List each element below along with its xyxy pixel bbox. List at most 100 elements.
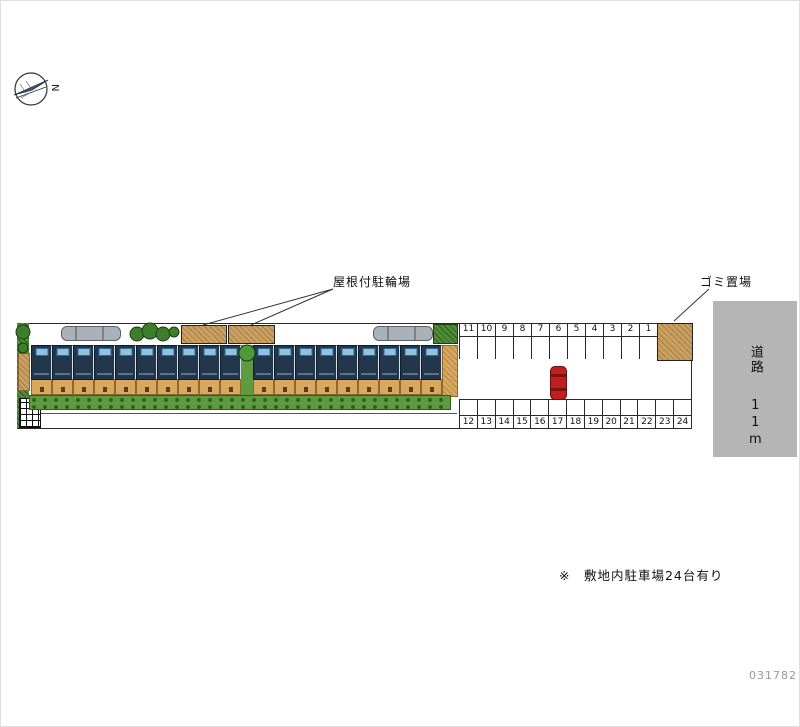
unit-roof-line <box>118 373 133 375</box>
building-unit <box>379 345 400 395</box>
unit-roof <box>274 345 295 380</box>
unit-roof-line <box>319 373 334 375</box>
site-boundary-right <box>691 323 692 429</box>
building-unit <box>220 345 241 395</box>
parking-stall-number: 18 <box>567 415 584 429</box>
parking-stall-number: 22 <box>638 415 656 429</box>
unit-door-icon <box>39 387 44 392</box>
unit-balcony-icon <box>320 348 333 356</box>
unit-door-icon <box>282 387 287 392</box>
building-unit <box>199 345 220 395</box>
unit-door-icon <box>345 387 350 392</box>
building-unit <box>31 345 52 395</box>
garbage-label-leader-line <box>673 288 710 322</box>
parking-stall-20: 20 <box>601 400 620 429</box>
parking-stall-number: 23 <box>656 415 674 429</box>
unit-roof <box>178 345 199 380</box>
site-boundary-bottom <box>17 428 691 429</box>
parking-stall-number: 5 <box>568 323 585 337</box>
unit-entry-strip <box>379 380 400 395</box>
compass-icon <box>13 72 49 106</box>
parking-stall-number: 10 <box>478 323 495 337</box>
unit-entry-strip <box>115 380 136 395</box>
road: 道路 11m <box>713 301 797 457</box>
unit-entry-strip <box>52 380 73 395</box>
parking-stall-number: 21 <box>620 415 638 429</box>
unit-balcony-icon <box>278 348 291 356</box>
road-label: 道路 11m <box>748 345 763 449</box>
unit-entry-strip <box>178 380 199 395</box>
parking-stall-8: 8 <box>513 323 531 359</box>
unit-balcony-icon <box>203 348 216 356</box>
unit-balcony-icon <box>98 348 111 356</box>
unit-door-icon <box>123 387 128 392</box>
unit-balcony-icon <box>257 348 270 356</box>
unit-balcony-icon <box>341 348 354 356</box>
parking-stall-24: 24 <box>673 400 691 429</box>
unit-door-icon <box>207 387 212 392</box>
parking-stall-10: 10 <box>477 323 495 359</box>
bicycle-canopy-left <box>181 325 227 344</box>
parking-stall-19: 19 <box>583 400 602 429</box>
parking-stall-number: 12 <box>460 415 477 429</box>
parking-stall-number: 19 <box>584 415 602 429</box>
unit-entry-strip <box>94 380 115 395</box>
unit-balcony-icon <box>383 348 396 356</box>
unit-door-icon <box>228 387 233 392</box>
garbage-area <box>657 323 693 361</box>
building-unit <box>400 345 421 395</box>
building-unit <box>358 345 379 395</box>
unit-balcony-icon <box>119 348 132 356</box>
unit-roof <box>253 345 274 380</box>
unit-roof <box>94 345 115 380</box>
unit-entry-strip <box>73 380 94 395</box>
parking-stall-number: 4 <box>586 323 603 337</box>
unit-entry-strip <box>199 380 220 395</box>
unit-roof-line <box>55 373 70 375</box>
parking-stall-16: 16 <box>530 400 549 429</box>
bicycle-parking-label: 屋根付駐輪場 <box>333 275 412 289</box>
unit-roof <box>379 345 400 380</box>
unit-roof-line <box>298 373 313 375</box>
unit-roof <box>136 345 157 380</box>
unit-door-icon <box>165 387 170 392</box>
parking-count-note: ※ 敷地内駐車場24台有り <box>559 568 724 583</box>
building-unit <box>253 345 274 395</box>
building-unit <box>337 345 358 395</box>
unit-entry-strip <box>295 380 316 395</box>
unit-door-icon <box>144 387 149 392</box>
garbage-label: ゴミ置場 <box>700 275 753 289</box>
unit-roof-line <box>181 373 196 375</box>
unit-roof <box>31 345 52 380</box>
unit-door-icon <box>387 387 392 392</box>
unit-door-icon <box>60 387 65 392</box>
left-structure <box>18 353 30 391</box>
building-unit <box>136 345 157 395</box>
unit-roof-line <box>361 373 376 375</box>
unit-entry-strip <box>220 380 241 395</box>
parking-stall-12: 12 <box>459 400 477 429</box>
unit-balcony-icon <box>35 348 48 356</box>
unit-door-icon <box>261 387 266 392</box>
unit-roof <box>295 345 316 380</box>
unit-balcony-icon <box>425 348 438 356</box>
unit-roof-line <box>256 373 271 375</box>
parked-car-red <box>550 366 567 400</box>
unit-roof <box>358 345 379 380</box>
unit-roof-line <box>97 373 112 375</box>
building-unit <box>115 345 136 395</box>
parking-stall-number: 24 <box>674 415 691 429</box>
parking-stall-number: 9 <box>496 323 513 337</box>
unit-door-icon <box>408 387 413 392</box>
parking-stall-5: 5 <box>567 323 585 359</box>
parking-stall-4: 4 <box>585 323 603 359</box>
unit-entry-strip <box>358 380 379 395</box>
building-block-left <box>31 345 241 395</box>
parking-stall-number: 14 <box>495 415 513 429</box>
parked-car-gray-right <box>373 326 433 341</box>
parking-stall-9: 9 <box>495 323 513 359</box>
parking-stall-17: 17 <box>548 400 567 429</box>
walkway-line <box>29 413 457 414</box>
parking-stall-number: 16 <box>531 415 549 429</box>
